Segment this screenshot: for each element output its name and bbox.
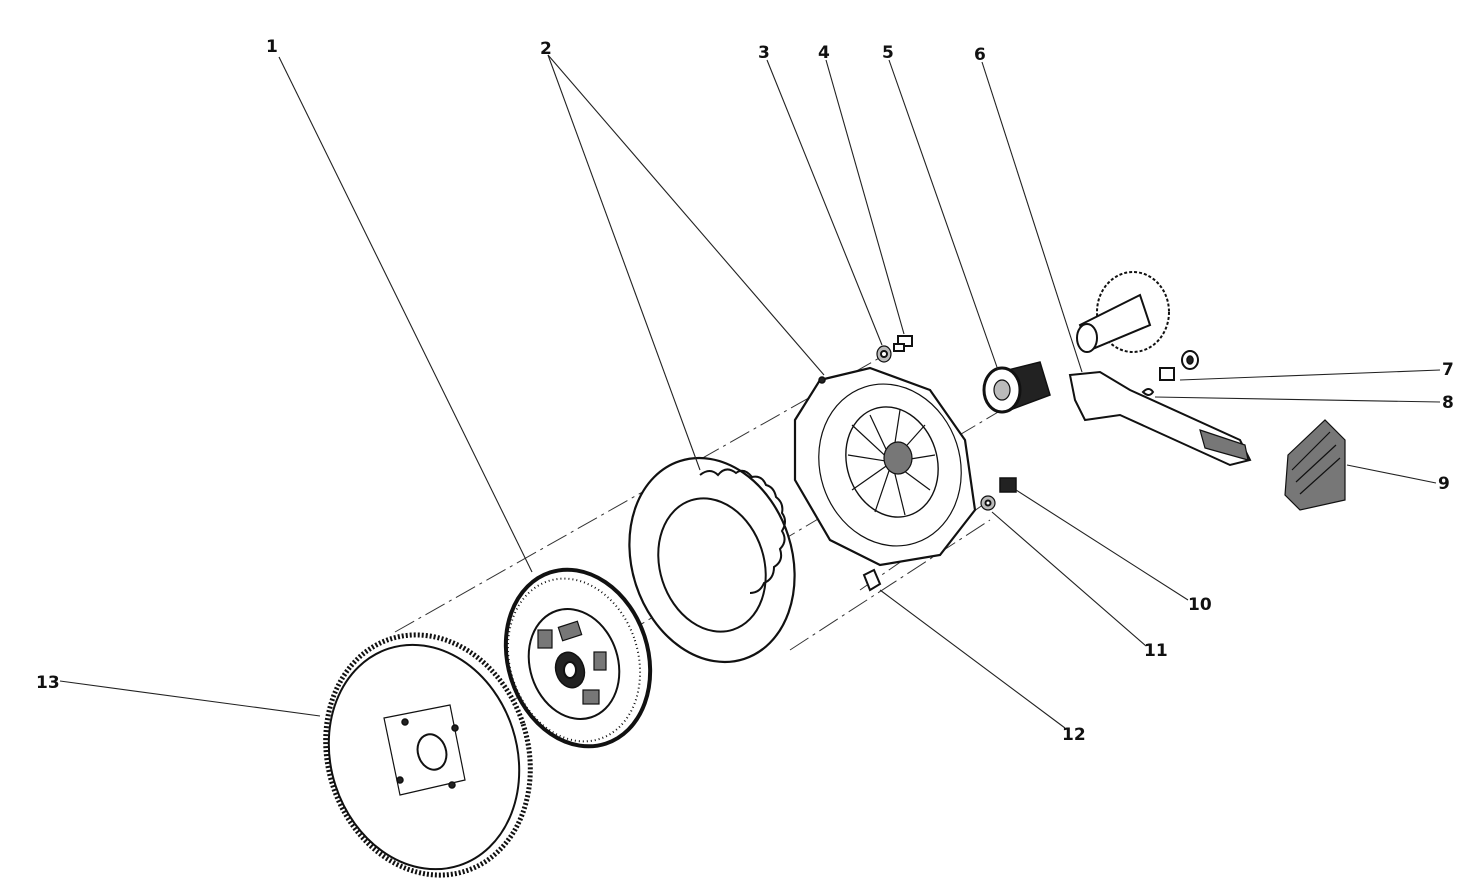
- callout-12: 12: [1062, 725, 1086, 745]
- input-shaft-retainer: [1076, 271, 1170, 353]
- callout-2: 2: [540, 39, 552, 59]
- leader-lines: [59, 54, 1441, 729]
- flywheel: [323, 632, 533, 878]
- screw: [999, 477, 1017, 493]
- pressure-ring: [628, 456, 796, 664]
- callout-labels: 1 2 3 4 5 6 7 8 9 10 11 12 13: [36, 37, 1454, 745]
- spring-clip: [862, 568, 882, 592]
- dust-boot: [1284, 419, 1346, 511]
- washer: [980, 495, 996, 511]
- release-fork: [1068, 370, 1252, 467]
- callout-8: 8: [1442, 393, 1454, 413]
- callout-5: 5: [882, 43, 894, 63]
- callout-4: 4: [818, 43, 830, 63]
- clutch-disc: [503, 567, 653, 749]
- clutch-cover: [793, 366, 977, 567]
- callout-10: 10: [1188, 595, 1212, 615]
- nut: [876, 345, 892, 363]
- callout-3: 3: [758, 43, 770, 63]
- callout-11: 11: [1144, 641, 1168, 661]
- callout-13: 13: [36, 673, 60, 693]
- callout-7: 7: [1442, 360, 1454, 380]
- callout-6: 6: [974, 45, 986, 65]
- callout-9: 9: [1438, 474, 1450, 494]
- pivot-ball: [1159, 350, 1199, 381]
- callout-1: 1: [266, 37, 278, 57]
- retaining-clip: [1141, 388, 1155, 396]
- bolt: [893, 335, 913, 352]
- release-bearing: [982, 361, 1051, 414]
